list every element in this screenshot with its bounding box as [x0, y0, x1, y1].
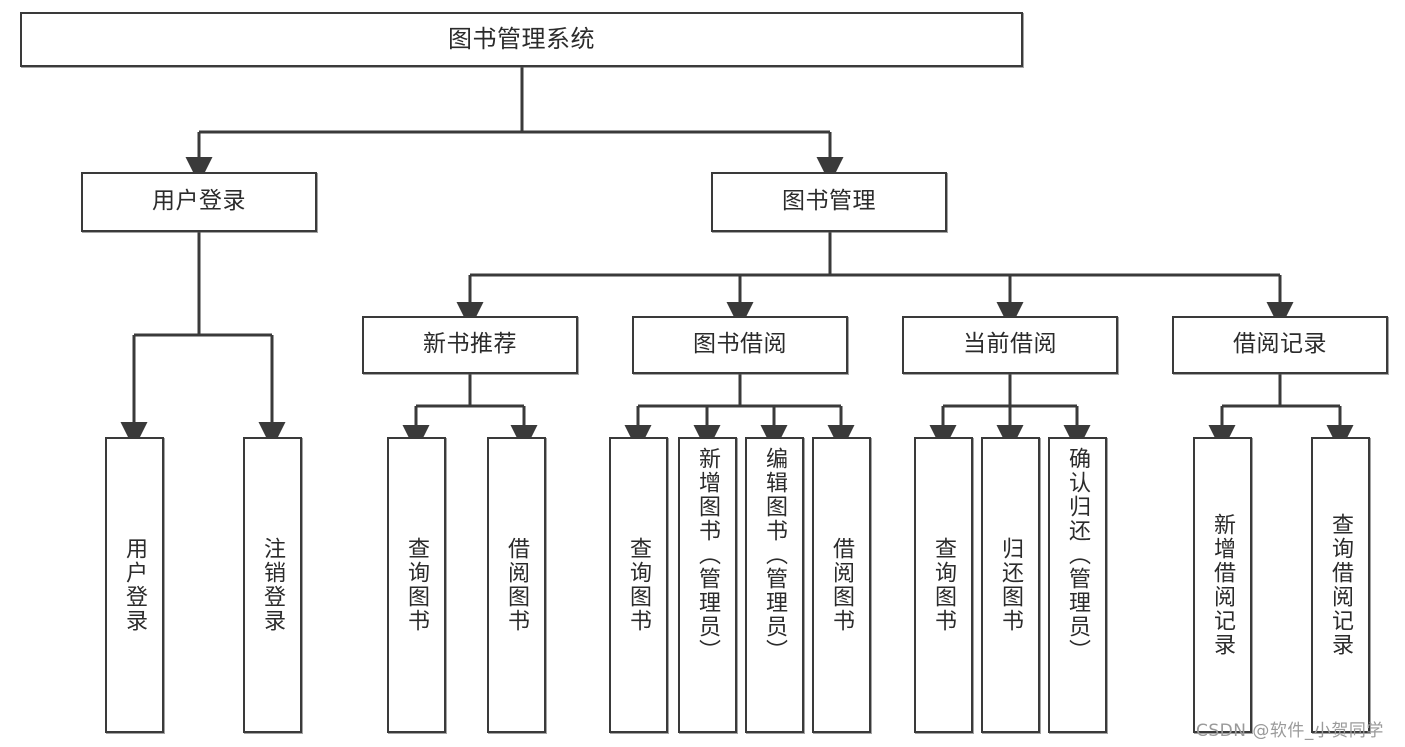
leaf-query-books-2[interactable]: 查询图书: [609, 437, 668, 733]
leaf-edit-book-label: 编辑图书（管理员）: [762, 447, 788, 663]
node-borrow-record[interactable]: 借阅记录: [1172, 316, 1388, 374]
leaf-query-record[interactable]: 查询借阅记录: [1311, 437, 1370, 733]
leaf-add-record-label: 新增借阅记录: [1210, 513, 1236, 657]
leaf-user-logout-label: 注销登录: [260, 537, 286, 633]
node-book-management-label: 图书管理: [782, 188, 876, 215]
node-root[interactable]: 图书管理系统: [20, 12, 1023, 67]
leaf-borrow-books-1[interactable]: 借阅图书: [487, 437, 546, 733]
leaf-query-record-label: 查询借阅记录: [1328, 513, 1354, 657]
node-book-borrow[interactable]: 图书借阅: [632, 316, 848, 374]
node-current-borrow-label: 当前借阅: [963, 331, 1057, 358]
leaf-borrow-books-2[interactable]: 借阅图书: [812, 437, 871, 733]
leaf-borrow-books-2-label: 借阅图书: [829, 537, 855, 633]
leaf-user-logout[interactable]: 注销登录: [243, 437, 302, 733]
leaf-return-book[interactable]: 归还图书: [981, 437, 1040, 733]
leaf-confirm-return-label: 确认归还（管理员）: [1065, 447, 1091, 663]
leaf-query-books-1[interactable]: 查询图书: [387, 437, 446, 733]
node-new-book-recommend-label: 新书推荐: [423, 331, 517, 358]
csdn-watermark: CSDN @软件_小贺同学: [1196, 721, 1384, 741]
leaf-user-login[interactable]: 用户登录: [105, 437, 164, 733]
leaf-query-books-3[interactable]: 查询图书: [914, 437, 973, 733]
leaf-edit-book[interactable]: 编辑图书（管理员）: [745, 437, 804, 733]
node-user-login[interactable]: 用户登录: [81, 172, 317, 232]
leaf-confirm-return[interactable]: 确认归还（管理员）: [1048, 437, 1107, 733]
leaf-user-login-label: 用户登录: [122, 537, 148, 633]
node-book-borrow-label: 图书借阅: [693, 331, 787, 358]
leaf-borrow-books-1-label: 借阅图书: [504, 537, 530, 633]
leaf-query-books-2-label: 查询图书: [626, 537, 652, 633]
node-user-login-label: 用户登录: [152, 188, 246, 215]
node-current-borrow[interactable]: 当前借阅: [902, 316, 1118, 374]
leaf-add-book-label: 新增图书（管理员）: [695, 447, 721, 663]
node-book-management[interactable]: 图书管理: [711, 172, 947, 232]
leaf-add-record[interactable]: 新增借阅记录: [1193, 437, 1252, 733]
leaf-add-book[interactable]: 新增图书（管理员）: [678, 437, 737, 733]
node-root-label: 图书管理系统: [448, 25, 595, 54]
leaf-return-book-label: 归还图书: [998, 537, 1024, 633]
leaf-query-books-1-label: 查询图书: [404, 537, 430, 633]
node-new-book-recommend[interactable]: 新书推荐: [362, 316, 578, 374]
node-borrow-record-label: 借阅记录: [1233, 331, 1327, 358]
leaf-query-books-3-label: 查询图书: [931, 537, 957, 633]
